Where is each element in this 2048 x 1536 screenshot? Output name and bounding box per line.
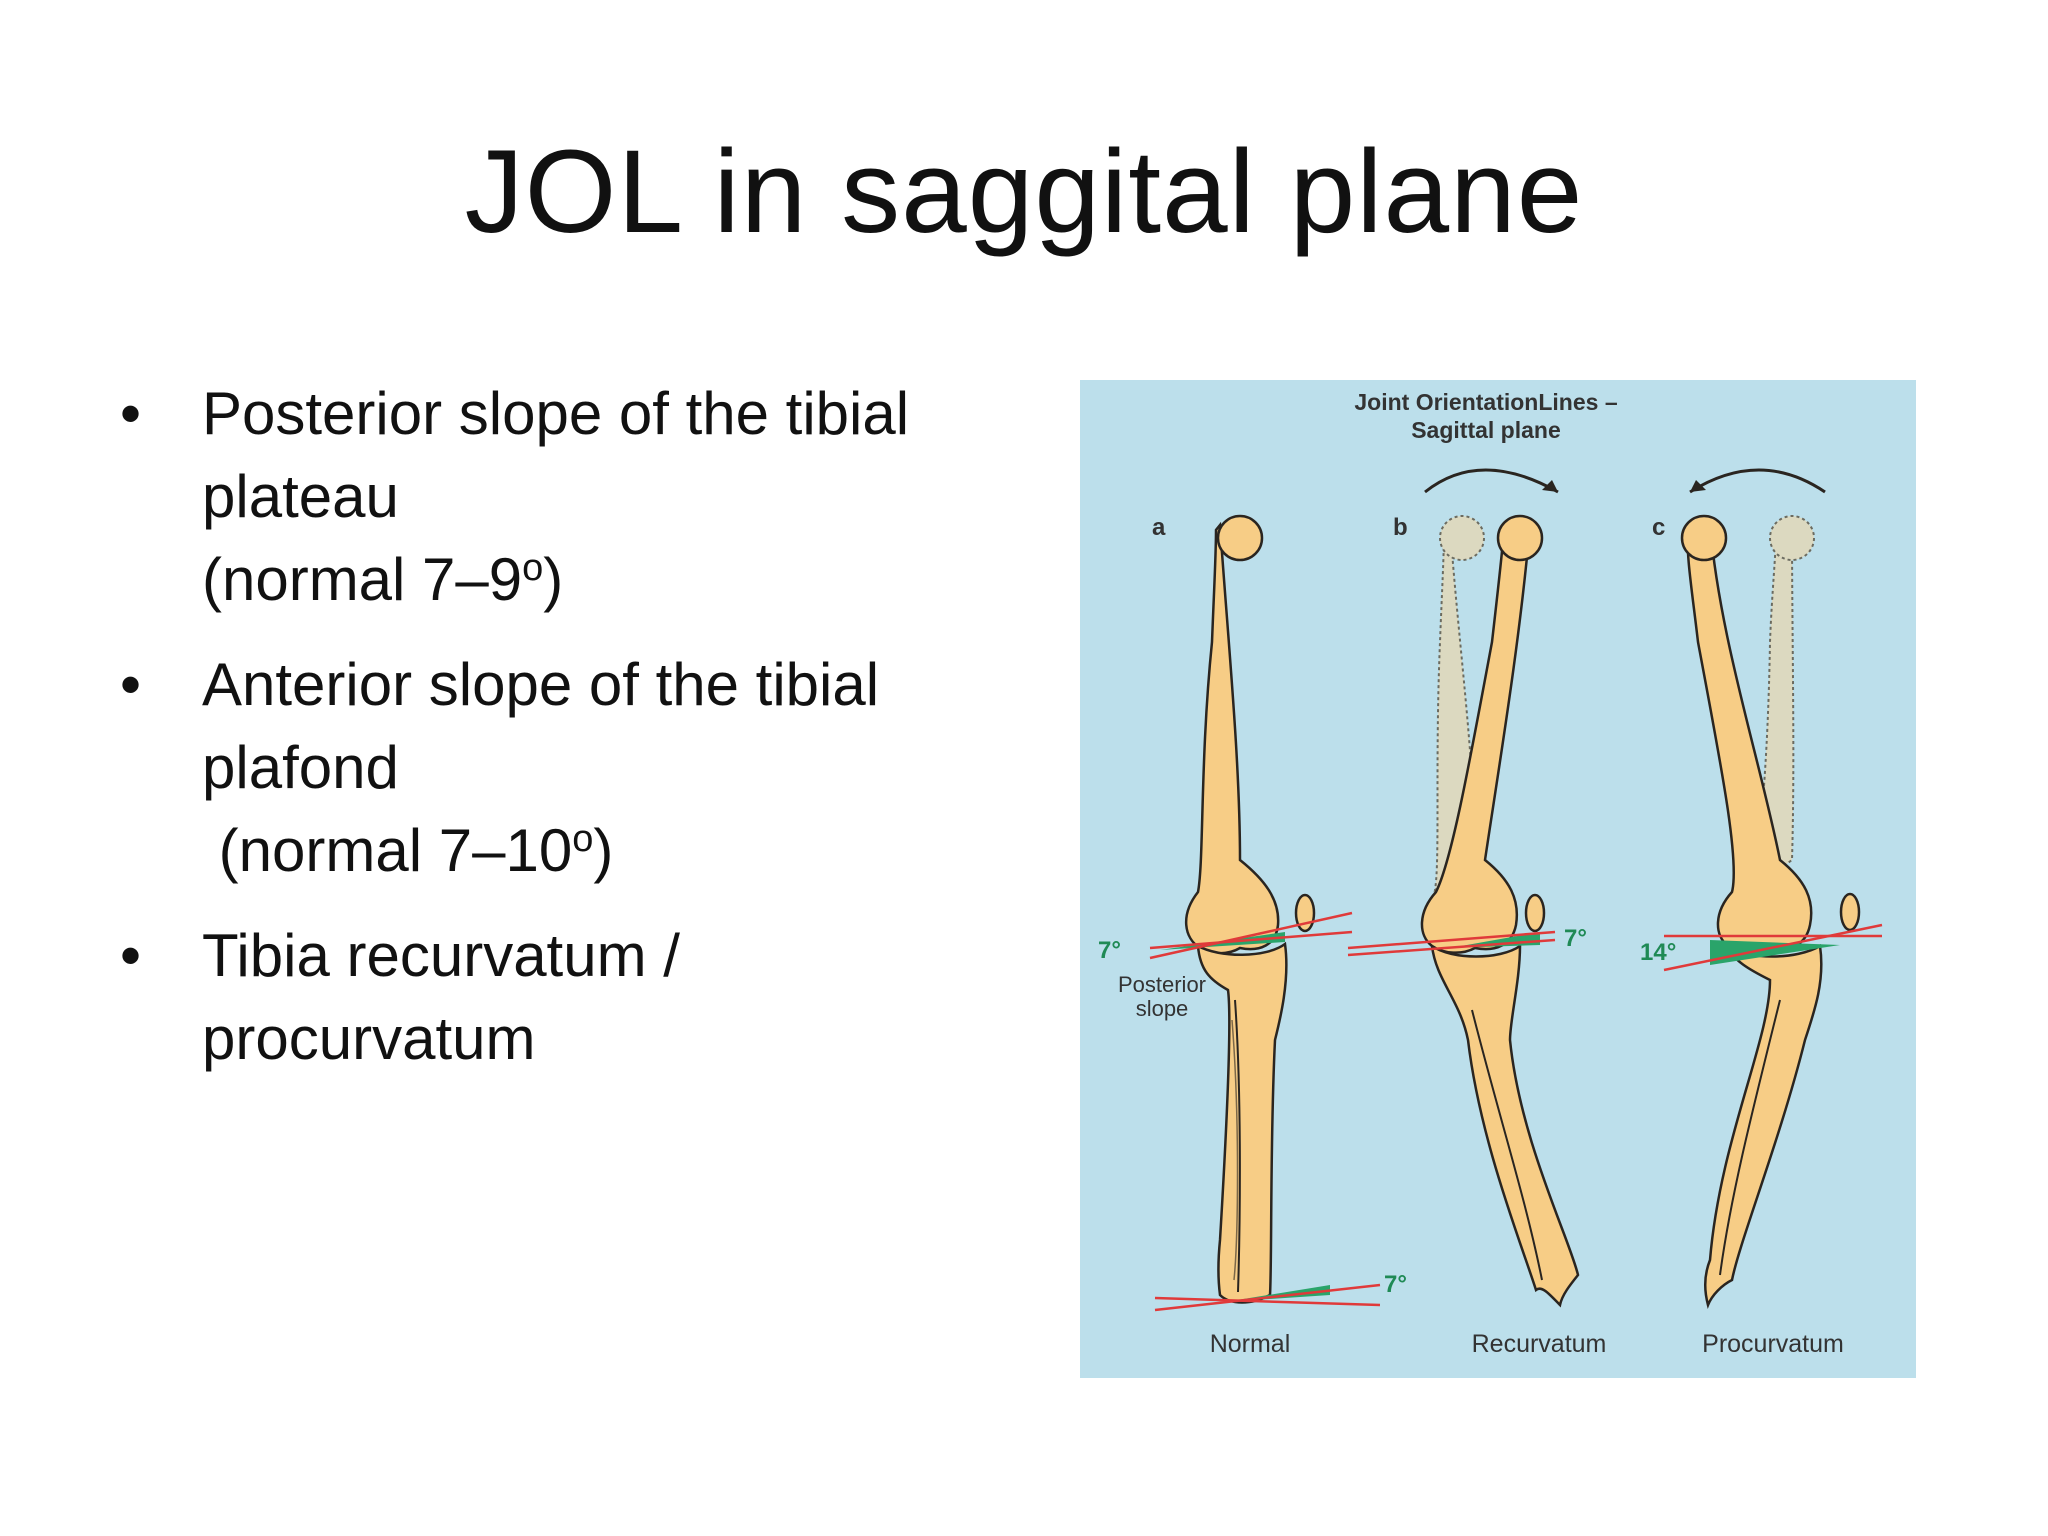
bullet-text: (normal 7–10 xyxy=(202,817,573,884)
bullet-text: plafond xyxy=(202,734,399,801)
jol-sagittal-figure: Joint OrientationLines – Sagittal plane … xyxy=(1080,380,1916,1378)
panel-c-procurvatum: 14° xyxy=(1640,514,1883,1309)
bullet-text: Anterior slope of the tibial xyxy=(202,651,880,718)
panel-a-letter: a xyxy=(1152,514,1166,541)
tibia-procurvatum xyxy=(1704,942,1823,1309)
rotation-arrow-c xyxy=(1689,468,1826,494)
posterior-slope-label-line1: Posterior xyxy=(1118,972,1206,997)
bullet-line: plafond xyxy=(202,726,1000,809)
femur-ghost-c xyxy=(1748,515,1815,893)
bullet-marker: • xyxy=(120,651,142,718)
bullet-text-after: ) xyxy=(593,817,614,884)
tibia-recurvatum xyxy=(1430,943,1580,1308)
wedge-c xyxy=(1710,940,1840,965)
figure-title-line2: Sagittal plane xyxy=(1411,417,1561,443)
bullet-marker: • xyxy=(120,922,142,989)
bullet-line: (normal 7–10o) xyxy=(202,809,1000,892)
bullet-text: plateau xyxy=(202,463,399,530)
figure-title-line1: Joint OrientationLines – xyxy=(1354,389,1617,415)
plafond-slope-line-a xyxy=(1154,1283,1381,1312)
bullet-text: Posterior slope of the tibial xyxy=(202,380,910,447)
bullet-line: procurvatum xyxy=(202,997,1000,1080)
angle-label-b: 7° xyxy=(1564,925,1587,952)
plateau-slope-line-a xyxy=(1149,911,1353,960)
angle-label-c: 14° xyxy=(1640,939,1676,966)
bullet-item: • Tibia recurvatum / procurvatum xyxy=(120,914,1000,1080)
bullet-text: procurvatum xyxy=(202,1005,536,1072)
plateau-horizontal-line-b xyxy=(1347,938,1556,957)
panel-b-letter: b xyxy=(1393,514,1408,541)
bullet-item: • Posterior slope of the tibial plateau (no… xyxy=(120,372,1000,621)
angle-label-a-bottom: 7° xyxy=(1384,1271,1407,1298)
plateau-slope-line-b xyxy=(1347,930,1556,950)
panel-c-letter: c xyxy=(1652,514,1665,541)
panel-b-recurvatum: 7° xyxy=(1347,514,1587,1308)
bullet-line: Tibia recurvatum / xyxy=(202,914,1000,997)
bullet-text: Tibia recurvatum / xyxy=(202,922,680,989)
figure-drawing: Joint OrientationLines – Sagittal plane … xyxy=(1098,389,1883,1358)
degree-superscript: o xyxy=(572,818,594,860)
figure-title: Joint OrientationLines – Sagittal plane xyxy=(1354,389,1617,443)
slide-title: JOL in saggital plane xyxy=(464,126,1584,258)
plateau-horizontal-line-a xyxy=(1149,930,1353,950)
bullet-item: • Anterior slope of the tibial plafond (no… xyxy=(120,643,1000,892)
rotation-arrow-b xyxy=(1424,468,1559,494)
bullet-text: (normal 7–9 xyxy=(202,546,523,613)
panel-a-normal: 7° Posterior slope 7° xyxy=(1098,514,1407,1312)
plafond-horizontal-line-a xyxy=(1154,1296,1381,1307)
bullet-line: Anterior slope of the tibial xyxy=(202,643,1000,726)
bullet-marker: • xyxy=(120,380,142,447)
degree-superscript: o xyxy=(522,547,544,589)
bullet-text-after: ) xyxy=(543,546,564,613)
bullet-line: Posterior slope of the tibial xyxy=(202,372,1000,455)
angle-label-a-top: 7° xyxy=(1098,937,1121,964)
bullet-list: • Posterior slope of the tibial plateau (no… xyxy=(120,372,1000,1102)
femur-procurvatum xyxy=(1680,514,1813,954)
caption-normal: Normal xyxy=(1210,1330,1291,1358)
patella-recurvatum xyxy=(1524,893,1546,933)
caption-recurvatum: Recurvatum xyxy=(1472,1330,1607,1358)
patella-procurvatum xyxy=(1839,892,1861,932)
bullet-line: (normal 7–9o) xyxy=(202,538,1000,621)
wedge-a-bottom xyxy=(1225,1285,1330,1302)
caption-procurvatum: Procurvatum xyxy=(1702,1330,1844,1358)
bullet-line: plateau xyxy=(202,455,1000,538)
plateau-slope-line-c xyxy=(1663,923,1883,972)
femur-recurvatum xyxy=(1420,514,1544,954)
posterior-slope-label-line2: slope xyxy=(1136,996,1189,1021)
femur-normal xyxy=(1184,514,1280,955)
tibia-normal xyxy=(1196,941,1288,1304)
